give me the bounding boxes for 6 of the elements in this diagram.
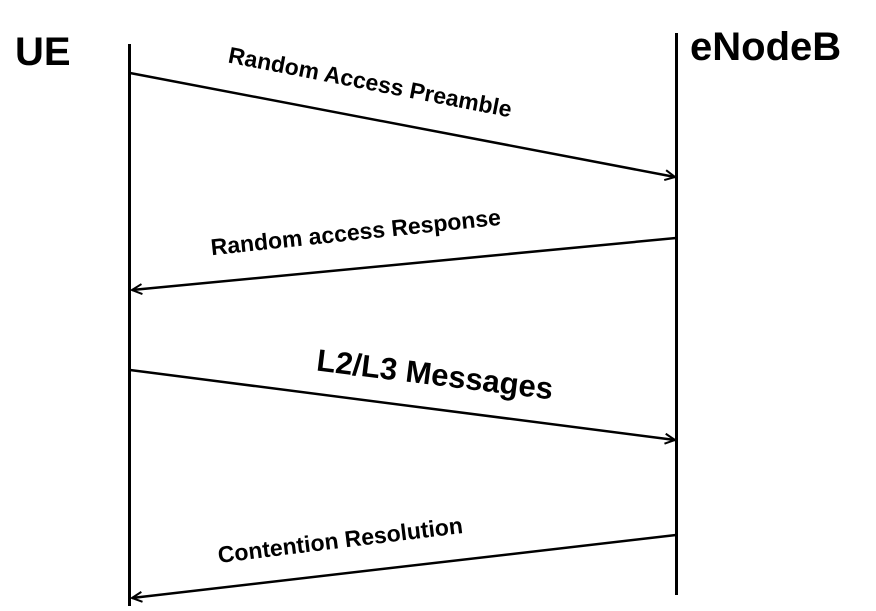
message-arrow bbox=[130, 368, 676, 445]
message-arrow bbox=[131, 236, 676, 296]
participant-name: UE bbox=[15, 32, 71, 72]
message-arrow bbox=[130, 72, 676, 182]
message-arrow bbox=[131, 534, 676, 603]
participant-name: eNodeB bbox=[690, 27, 842, 67]
